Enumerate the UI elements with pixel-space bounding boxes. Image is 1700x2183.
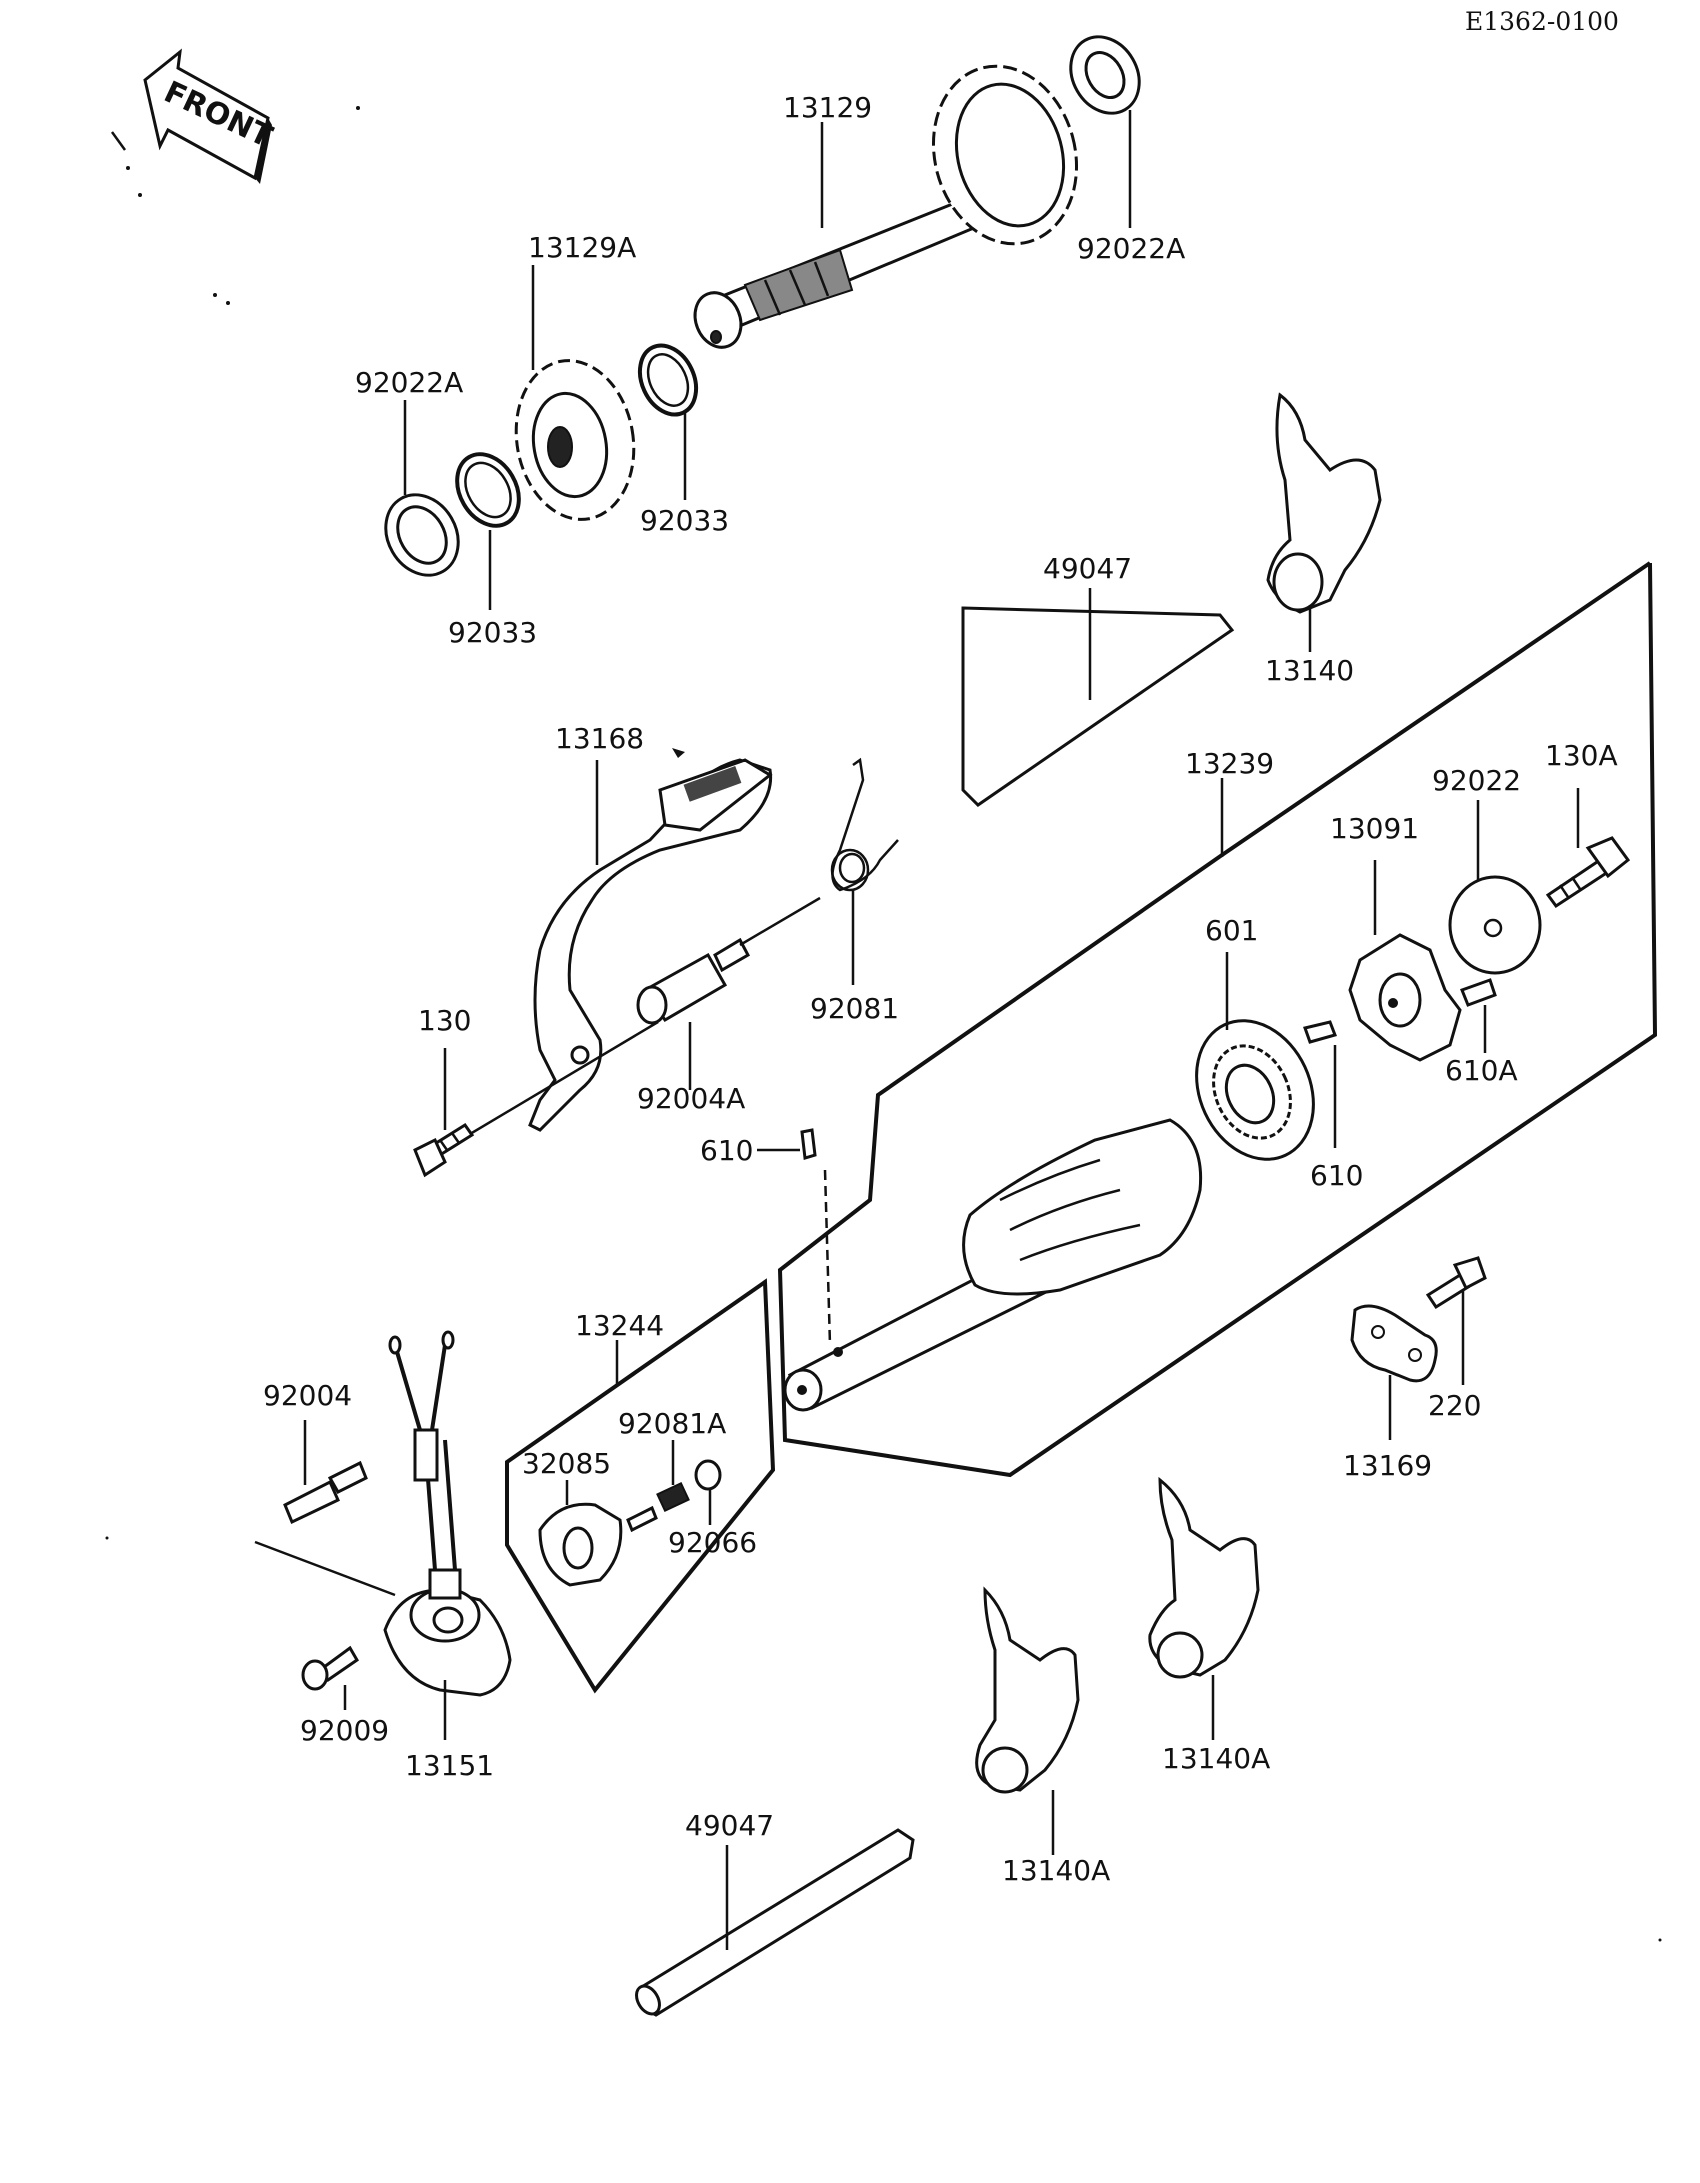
label-13151: 13151 bbox=[405, 1749, 494, 1782]
shaft-13129 bbox=[693, 183, 1014, 349]
fork-13140A-right bbox=[1148, 1476, 1260, 1679]
reference-code: E1362-0100 bbox=[1465, 7, 1619, 36]
label-92066: 92066 bbox=[668, 1526, 757, 1559]
label-92004A: 92004A bbox=[637, 1082, 745, 1115]
label-13091: 13091 bbox=[1330, 812, 1419, 845]
label-130: 130 bbox=[418, 1004, 471, 1037]
cam-32085 bbox=[538, 1502, 623, 1587]
label-13168: 13168 bbox=[555, 722, 644, 755]
label-92033-right: 92033 bbox=[640, 504, 729, 537]
rod-49047-bottom bbox=[635, 1828, 915, 2017]
pin-small bbox=[626, 1505, 658, 1533]
label-32085: 32085 bbox=[522, 1447, 611, 1480]
snap-ring-92033-left bbox=[455, 452, 521, 528]
pin-610-right bbox=[1303, 1020, 1337, 1044]
lever-pointer bbox=[672, 748, 685, 758]
plate-13169 bbox=[1350, 1304, 1438, 1383]
spring-92081 bbox=[830, 757, 899, 892]
front-arrow-icon: FRONT bbox=[143, 48, 278, 184]
label-92022A-left: 92022A bbox=[355, 366, 463, 399]
leader-92004A-130 bbox=[459, 1020, 659, 1142]
stray-dot bbox=[105, 1536, 109, 1540]
label-13140A-right: 13140A bbox=[1162, 1742, 1270, 1775]
washer-92022A-left bbox=[384, 493, 460, 577]
debris-marks bbox=[110, 106, 360, 305]
label-49047-bottom: 49047 bbox=[685, 1809, 774, 1842]
gear-13129A bbox=[514, 359, 636, 521]
rod-49047-top bbox=[961, 606, 1235, 807]
label-220: 220 bbox=[1428, 1389, 1481, 1422]
fork-13140A-left bbox=[975, 1586, 1080, 1794]
shift-lever-13168 bbox=[528, 758, 773, 1132]
label-610-left: 610 bbox=[700, 1134, 753, 1167]
label-610-right: 610 bbox=[1310, 1159, 1363, 1192]
label-13239: 13239 bbox=[1185, 747, 1274, 780]
label-13140: 13140 bbox=[1265, 654, 1354, 687]
label-601: 601 bbox=[1205, 914, 1258, 947]
label-13140A-left: 13140A bbox=[1002, 1854, 1110, 1887]
label-610A: 610A bbox=[1445, 1054, 1518, 1087]
washer-92022A-top bbox=[1069, 35, 1141, 115]
shift-drum bbox=[783, 1118, 1203, 1412]
bolt-220 bbox=[1425, 1256, 1487, 1310]
label-92022: 92022 bbox=[1432, 764, 1521, 797]
gear-large bbox=[931, 64, 1079, 246]
label-92033-left: 92033 bbox=[448, 616, 537, 649]
sensor-13151 bbox=[383, 1330, 512, 1697]
group-outline-13239 bbox=[777, 561, 1658, 1478]
label-49047-top: 49047 bbox=[1043, 552, 1132, 585]
label-13129: 13129 bbox=[783, 91, 872, 124]
label-92004: 92004 bbox=[263, 1379, 352, 1412]
group-outline-13244 bbox=[505, 1278, 776, 1694]
label-13169: 13169 bbox=[1343, 1449, 1432, 1482]
label-92081: 92081 bbox=[810, 992, 899, 1025]
label-130A: 130A bbox=[1545, 739, 1618, 772]
spacer-92004 bbox=[283, 1460, 368, 1525]
bolt-130A bbox=[1545, 836, 1631, 909]
label-92022A-top: 92022A bbox=[1077, 232, 1185, 265]
pin-610-left bbox=[800, 1128, 817, 1160]
label-13244: 13244 bbox=[575, 1309, 664, 1342]
label-13129A: 13129A bbox=[528, 231, 636, 264]
cam-13091 bbox=[1348, 933, 1462, 1062]
label-92009: 92009 bbox=[300, 1714, 389, 1747]
stray-dot bbox=[1658, 1938, 1662, 1942]
label-92081A: 92081A bbox=[618, 1407, 726, 1440]
fork-13140 bbox=[1266, 392, 1382, 614]
collar-92004A bbox=[636, 896, 821, 1025]
bolt-130 bbox=[413, 1122, 475, 1178]
bearing-601 bbox=[1195, 1019, 1315, 1161]
leader-13151 bbox=[254, 1540, 396, 1597]
pin-610A bbox=[1460, 978, 1497, 1007]
screw-92009 bbox=[301, 1645, 359, 1691]
disc-92022 bbox=[1448, 875, 1542, 975]
spring-92081A bbox=[656, 1482, 690, 1512]
ball-92066 bbox=[694, 1459, 722, 1491]
snap-ring-92033-right bbox=[637, 343, 699, 417]
